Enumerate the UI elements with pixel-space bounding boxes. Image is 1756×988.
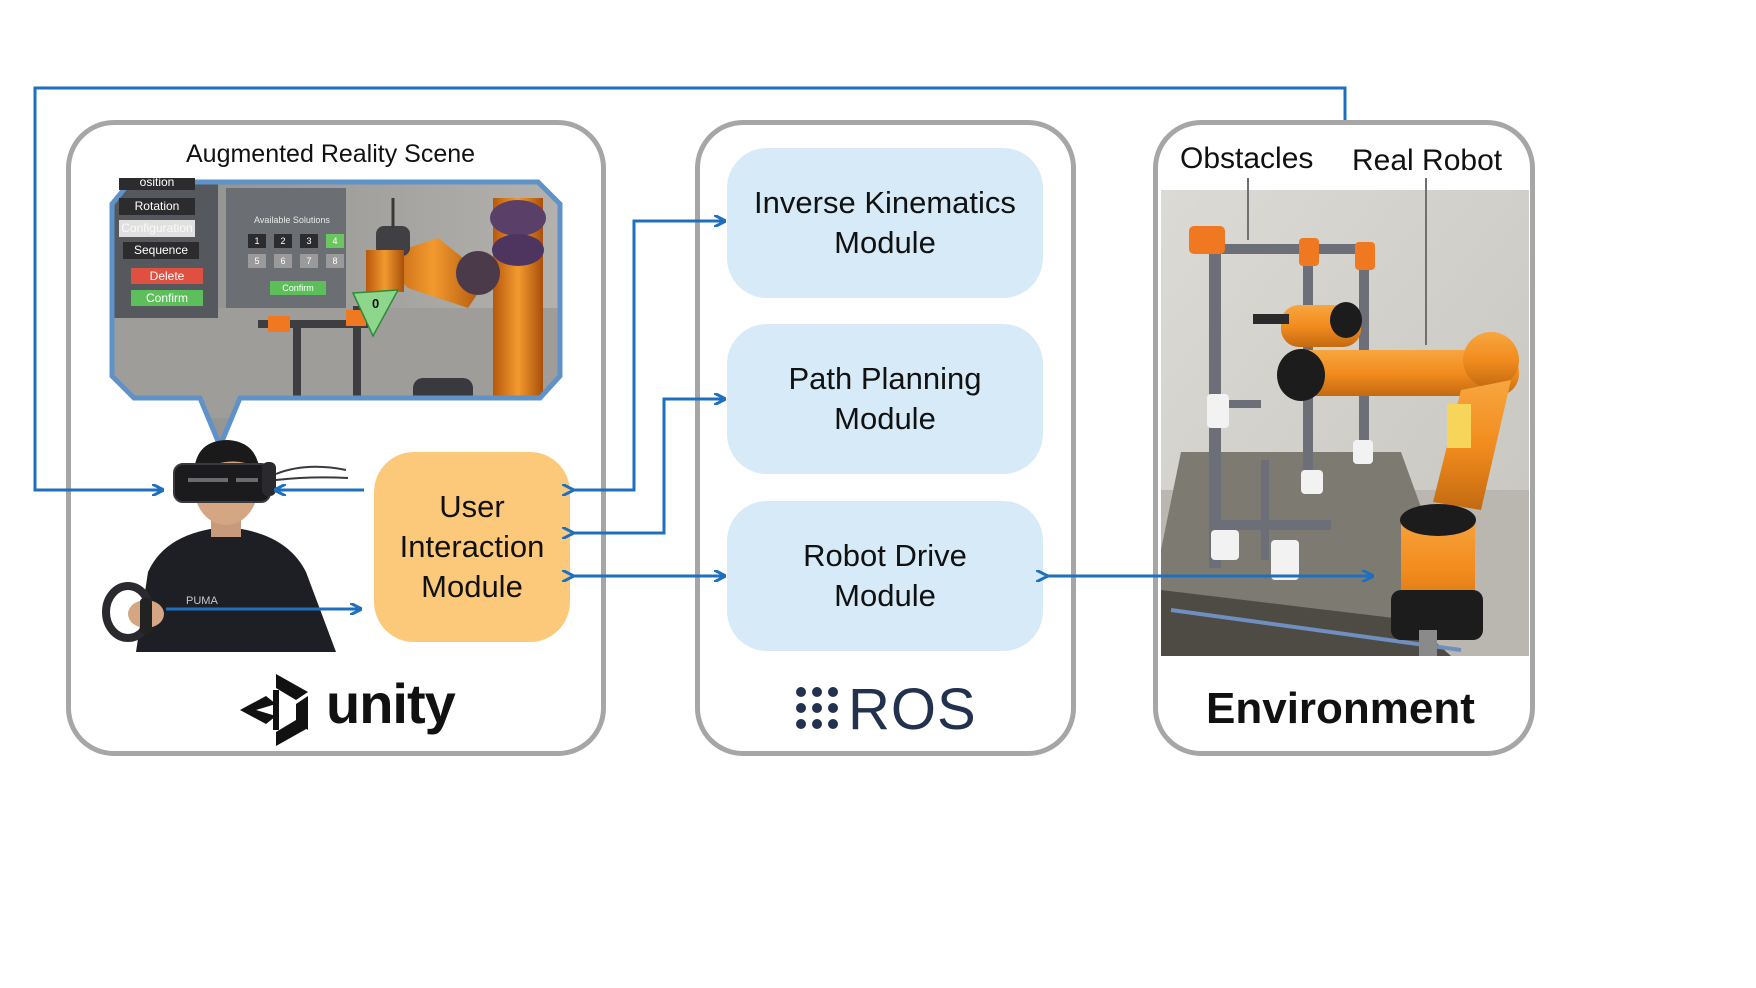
ar-solution-button[interactable]: 7 xyxy=(300,254,318,268)
ar-menu-item-sequence[interactable]: Sequence xyxy=(123,242,199,259)
ar-scene-title: Augmented Reality Scene xyxy=(186,140,476,168)
svg-text:PUMA: PUMA xyxy=(186,595,218,607)
ar-solution-button[interactable]: 1 xyxy=(248,234,266,248)
real-robot-photo xyxy=(1161,190,1529,656)
environment-title: Environment xyxy=(1206,684,1475,733)
path-planning-module[interactable]: Path Planning Module xyxy=(727,324,1043,474)
obstacles-label: Obstacles xyxy=(1180,142,1314,175)
unity-logo-text: unity xyxy=(326,672,456,735)
unity-logo-icon xyxy=(240,674,308,746)
vr-user-image: PUMA xyxy=(102,440,349,652)
ar-solution-button[interactable]: 3 xyxy=(300,234,318,248)
ar-solution-button[interactable]: 2 xyxy=(274,234,292,248)
ar-menu-item-rotation[interactable]: Rotation xyxy=(119,198,195,215)
ar-solution-button[interactable]: 4 xyxy=(326,234,344,248)
ar-menu-item-position[interactable]: osition xyxy=(119,178,195,190)
real-robot-label: Real Robot xyxy=(1352,144,1503,177)
ar-solutions-title: Available Solutions xyxy=(254,215,330,225)
ar-solution-button[interactable]: 5 xyxy=(248,254,266,268)
ros-logo-text: ROS xyxy=(848,677,977,742)
ar-menu-confirm-button[interactable]: Confirm xyxy=(131,290,203,306)
robot-drive-module[interactable]: Robot Drive Module xyxy=(727,501,1043,651)
ar-solution-button[interactable]: 8 xyxy=(326,254,344,268)
ar-menu-delete-button[interactable]: Delete xyxy=(131,268,203,284)
ros-logo-icon xyxy=(796,687,838,729)
ar-marker-label: 0 xyxy=(372,296,380,311)
inverse-kinematics-module[interactable]: Inverse Kinematics Module xyxy=(727,148,1043,298)
ar-solutions-confirm-button[interactable]: Confirm xyxy=(270,281,326,295)
ar-menu-item-configuration[interactable]: Configuration xyxy=(119,220,195,237)
ar-solution-button[interactable]: 6 xyxy=(274,254,292,268)
user-interaction-module[interactable]: User Interaction Module xyxy=(374,452,570,642)
